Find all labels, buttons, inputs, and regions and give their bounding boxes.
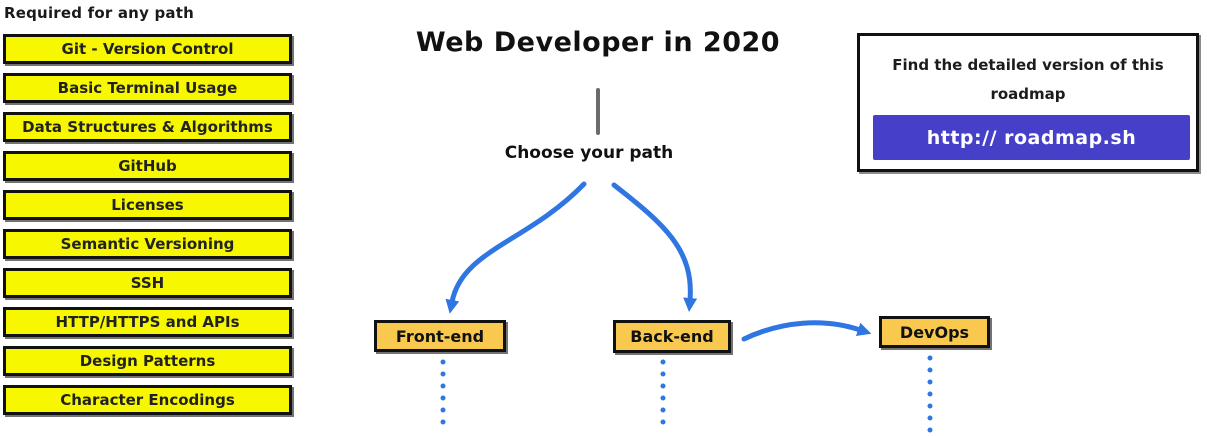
topic-semantic-versioning[interactable]: Semantic Versioning xyxy=(3,229,292,259)
roadmap-url-button[interactable]: http:// roadmap.sh xyxy=(873,115,1190,160)
node-devops[interactable]: DevOps xyxy=(879,316,990,348)
required-topics-list: Git - Version Control Basic Terminal Usa… xyxy=(3,34,292,415)
node-frontend[interactable]: Front-end xyxy=(374,320,506,352)
info-line-1: Find the detailed version of this roadma… xyxy=(892,56,1164,103)
topic-github[interactable]: GitHub xyxy=(3,151,292,181)
roadmap-info-box: Find the detailed version of this roadma… xyxy=(857,33,1199,172)
title-connector-line xyxy=(596,88,600,135)
topic-character-encodings[interactable]: Character Encodings xyxy=(3,385,292,415)
topic-design-patterns[interactable]: Design Patterns xyxy=(3,346,292,376)
required-path-heading: Required for any path xyxy=(4,4,194,22)
page-title: Web Developer in 2020 xyxy=(415,27,781,58)
topic-ssh[interactable]: SSH xyxy=(3,268,292,298)
arrow-choose-to-backend xyxy=(611,182,698,312)
topic-terminal[interactable]: Basic Terminal Usage xyxy=(3,73,292,103)
node-backend[interactable]: Back-end xyxy=(613,320,731,353)
topic-data-structures[interactable]: Data Structures & Algorithms xyxy=(3,112,292,142)
choose-your-path-label: Choose your path xyxy=(504,143,674,163)
arrow-backend-to-devops xyxy=(741,320,872,342)
topic-licenses[interactable]: Licenses xyxy=(3,190,292,220)
arrow-choose-to-frontend xyxy=(445,181,587,314)
topic-http-apis[interactable]: HTTP/HTTPS and APIs xyxy=(3,307,292,337)
topic-git[interactable]: Git - Version Control xyxy=(3,34,292,64)
